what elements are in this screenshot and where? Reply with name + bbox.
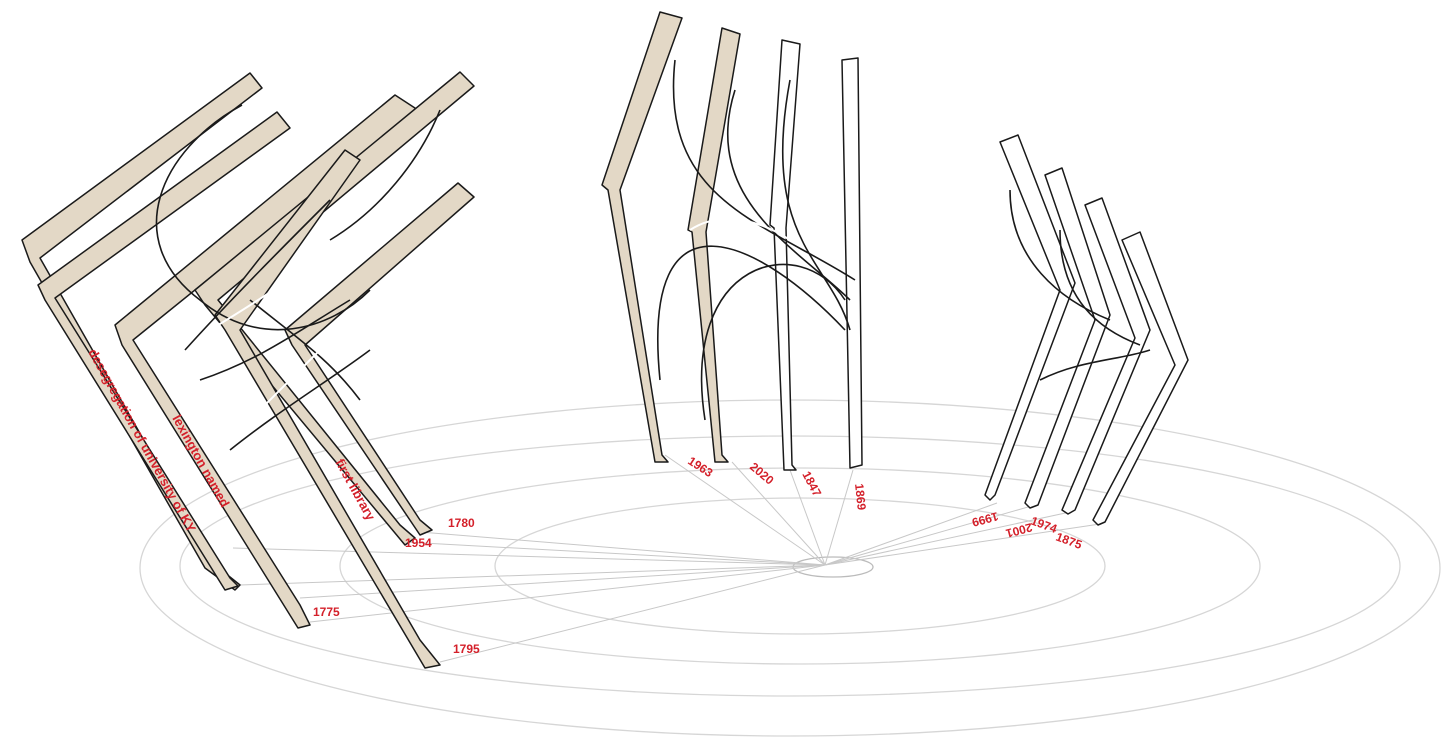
- year-label-1775: 1775: [313, 605, 340, 619]
- left-panel-group: [22, 72, 474, 668]
- middle-panel-4: [842, 58, 862, 468]
- middle-panel-2: [688, 28, 740, 462]
- left-panel-6: [285, 183, 474, 535]
- right-panel-group: [985, 135, 1188, 525]
- year-label-1875: 1875: [1054, 530, 1084, 552]
- year-label-1999: 1999: [970, 509, 1000, 530]
- middle-panel-3: [770, 40, 800, 470]
- middle-curves: [658, 60, 855, 420]
- year-label-1954: 1954: [405, 536, 432, 550]
- year-label-1963: 1963: [685, 454, 715, 480]
- year-label-1847: 1847: [799, 469, 824, 499]
- right-panel-4: [1093, 232, 1188, 525]
- year-label-1869: 1869: [852, 483, 869, 511]
- year-label-1795: 1795: [453, 642, 480, 656]
- middle-panel-1: [602, 12, 682, 462]
- year-label-1780: 1780: [448, 516, 475, 530]
